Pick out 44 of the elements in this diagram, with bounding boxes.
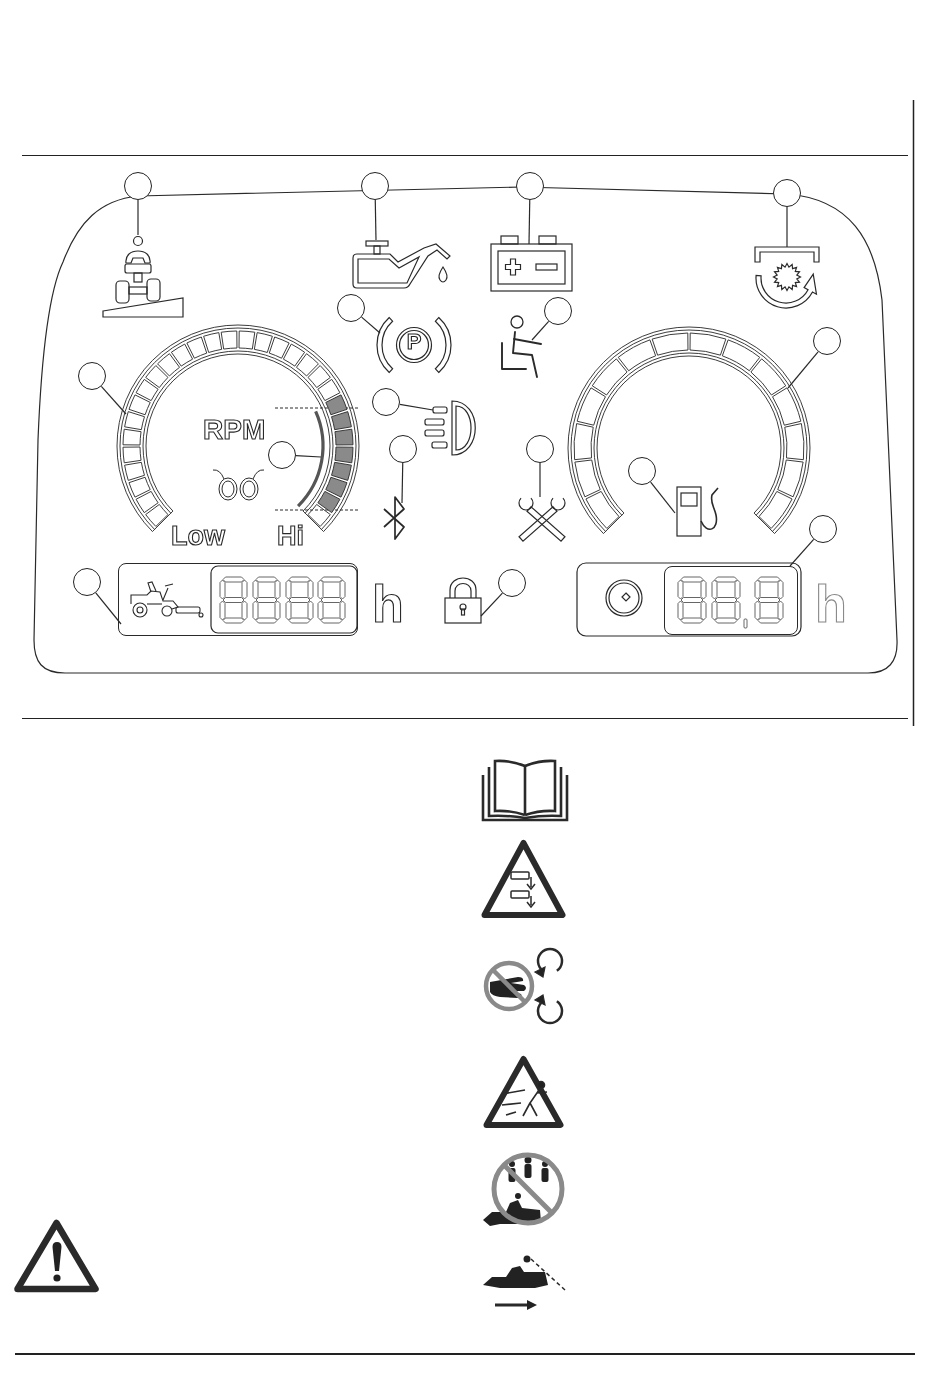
leader-line — [539, 462, 541, 498]
leader-line — [401, 462, 404, 504]
seated-person-icon — [498, 313, 544, 381]
callout-circle — [124, 172, 152, 200]
symbol-letter: P — [405, 331, 423, 353]
leader-line — [650, 481, 676, 514]
tractor-slope-icon — [101, 235, 185, 319]
leader-line — [787, 351, 819, 389]
padlock-icon — [443, 574, 483, 624]
unit-label: h — [372, 578, 404, 630]
leader-line — [361, 316, 381, 334]
leader-line — [95, 592, 122, 625]
leader-line — [399, 403, 434, 411]
callout-circle — [809, 515, 837, 543]
leader-line — [528, 199, 531, 245]
leader-line — [295, 455, 322, 458]
leader-line — [786, 206, 788, 248]
callout-circle — [337, 294, 365, 322]
leader-line — [789, 538, 815, 567]
scale-label: Low — [171, 523, 225, 550]
callout-circle — [361, 172, 389, 200]
unit-label: h — [815, 578, 847, 630]
leader-line — [100, 385, 127, 415]
callout-circle — [78, 362, 106, 390]
gauge-label: RPM — [203, 416, 266, 444]
leader-line — [137, 199, 139, 236]
callout-circle — [73, 568, 101, 596]
display-panel — [118, 563, 358, 636]
oil-can-icon — [351, 240, 452, 290]
battery-icon — [490, 235, 573, 292]
callout-circle — [516, 172, 544, 200]
scale-label: Hi — [277, 523, 304, 550]
fuel-pump-icon — [674, 484, 722, 538]
callout-circle — [813, 327, 841, 355]
callout-circle — [372, 388, 400, 416]
callout-circle — [389, 435, 417, 463]
leader-line — [531, 320, 550, 341]
readout-frame — [664, 566, 798, 635]
callout-circle — [773, 179, 801, 207]
leader-line — [480, 592, 504, 617]
callout-circle — [544, 297, 572, 325]
callout-circle — [498, 569, 526, 597]
callout-circle — [526, 435, 554, 463]
segmented-gauge-drawing — [567, 326, 811, 536]
